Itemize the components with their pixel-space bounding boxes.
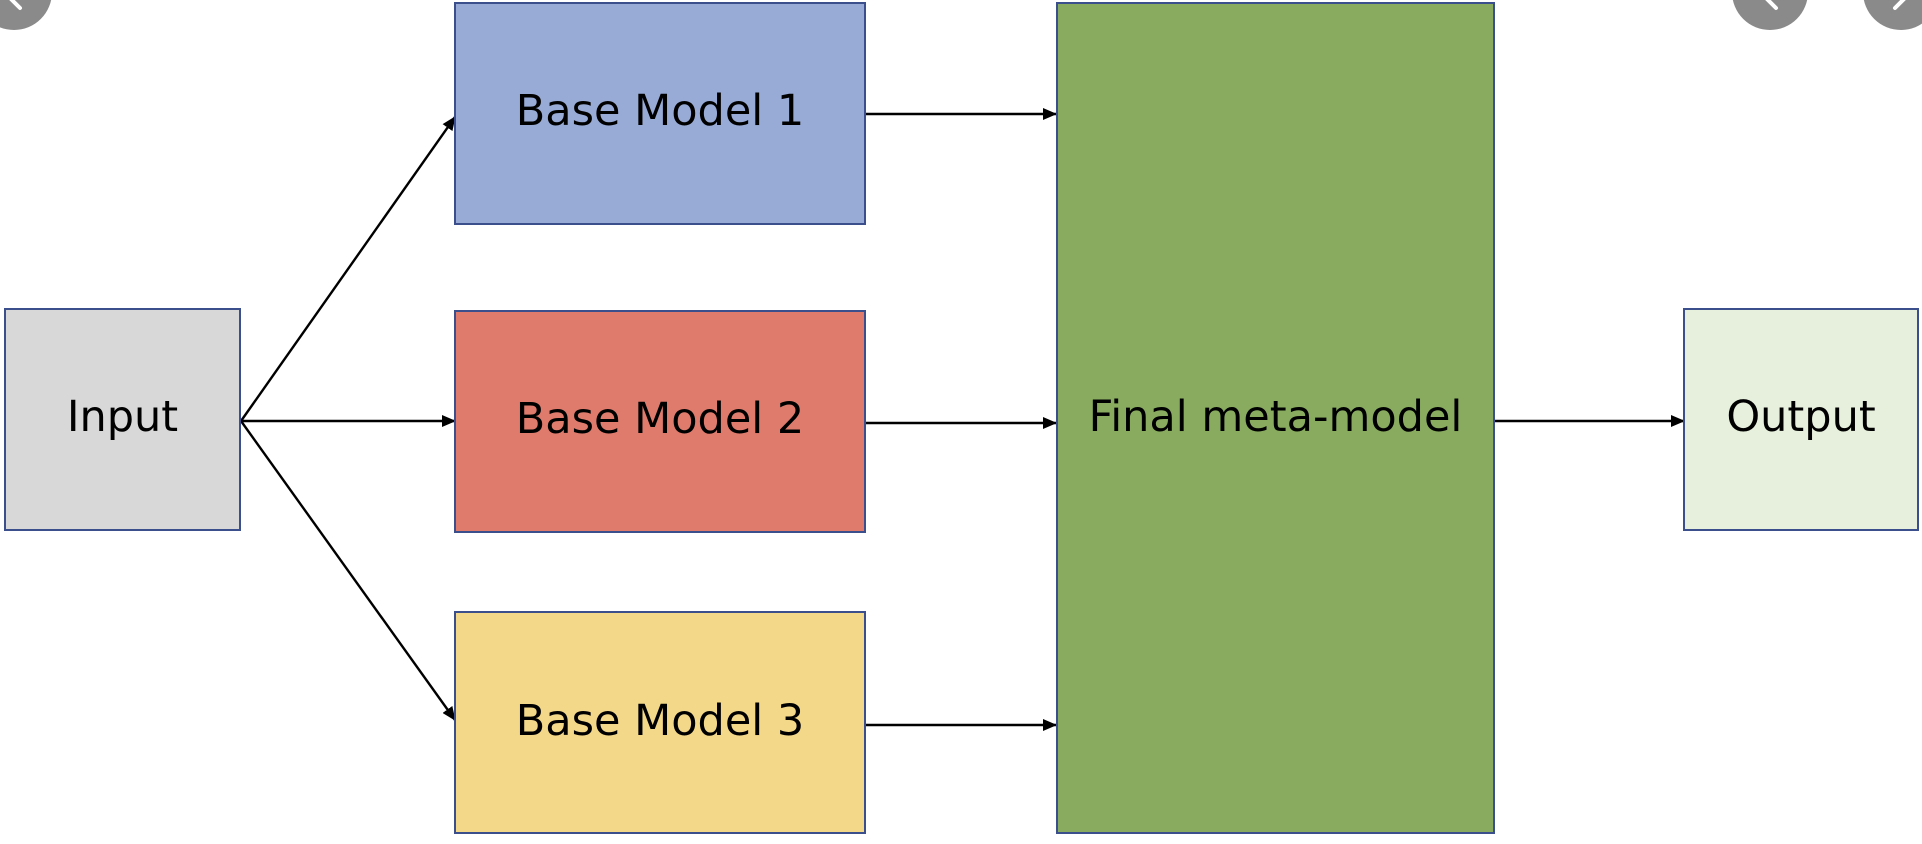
node-base-model-2-label: Base Model 2 (516, 394, 805, 444)
node-base-model-3-box (454, 611, 866, 834)
nav-next-button[interactable] (1863, 0, 1922, 30)
node-input-box (4, 308, 241, 531)
chevron-left-icon (1765, 0, 1778, 10)
nav-prev-button-bg (1732, 0, 1808, 30)
node-base-model-1: Base Model 1 (454, 2, 866, 225)
node-output-label: Output (1726, 392, 1875, 442)
edge-input-to-base-model-3 (240, 420, 456, 721)
nav-next-button-bg (1863, 0, 1922, 30)
node-input-label: Input (67, 392, 178, 442)
node-output: Output (1683, 308, 1919, 531)
node-final-meta-model: Final meta-model (1056, 2, 1495, 834)
node-input: Input (4, 308, 241, 531)
nav-prev-button-left[interactable] (0, 0, 52, 30)
chevron-right-icon (1893, 0, 1906, 10)
node-base-model-3: Base Model 3 (454, 611, 866, 834)
node-base-model-2-box (454, 310, 866, 533)
node-final-meta-model-label: Final meta-model (1089, 392, 1463, 442)
node-base-model-1-box (454, 2, 866, 225)
chevron-left-icon (9, 0, 22, 10)
node-base-model-2: Base Model 2 (454, 310, 866, 533)
nav-prev-button[interactable] (1732, 0, 1808, 30)
node-final-meta-model-box (1056, 2, 1495, 834)
node-base-model-3-label: Base Model 3 (516, 696, 805, 746)
nav-prev-button-left-bg (0, 0, 52, 30)
node-output-box (1683, 308, 1919, 531)
edge-input-to-base-model-1 (240, 116, 456, 422)
node-base-model-1-label: Base Model 1 (516, 86, 805, 136)
edges (240, 108, 1685, 731)
